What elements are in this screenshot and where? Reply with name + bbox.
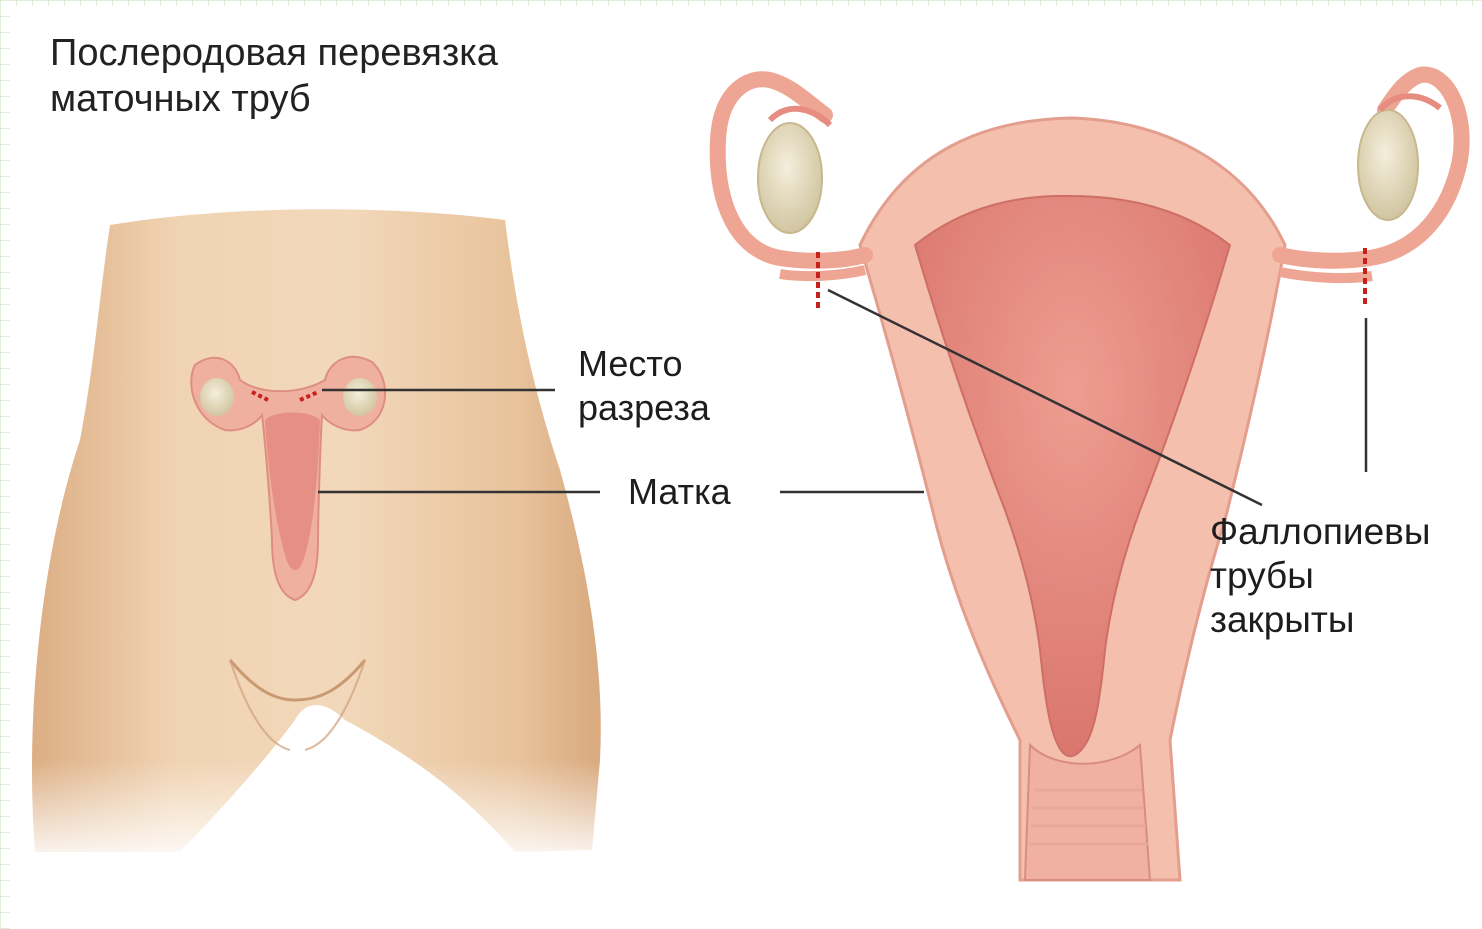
- torso-illustration: [20, 209, 620, 870]
- label-tubes-closed: Фаллопиевы трубы закрыты: [1210, 510, 1430, 642]
- uterus-illustration: [718, 75, 1462, 880]
- diagram-title: Послеродовая перевязка маточных труб: [50, 30, 670, 122]
- label-incision-site: Место разреза: [578, 342, 710, 430]
- label-uterus: Матка: [628, 470, 731, 514]
